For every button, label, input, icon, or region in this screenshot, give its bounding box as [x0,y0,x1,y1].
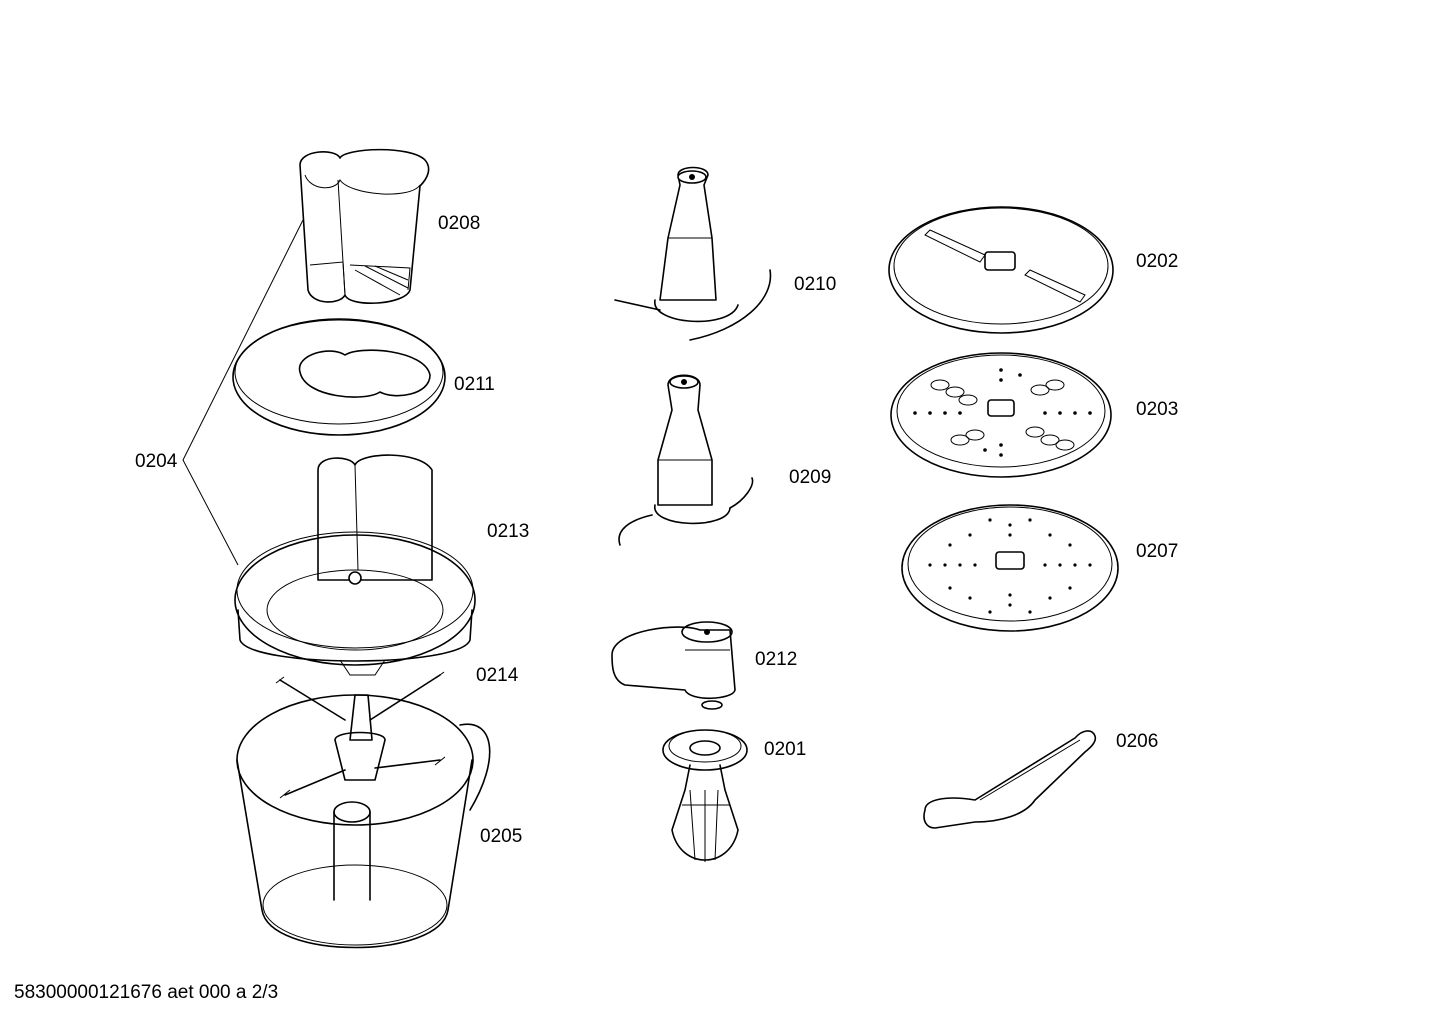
label-0203: 0203 [1136,399,1179,420]
label-0210: 0210 [794,274,837,295]
part-0202-slicing-disc [888,206,1114,334]
part-0208-pusher [299,148,430,304]
label-0211: 0211 [454,374,495,395]
part-0214-blade [275,671,446,799]
label-0205: 0205 [480,826,523,847]
label-0214: 0214 [476,665,519,686]
part-0210-dough-tool [614,166,772,341]
label-0213: 0213 [487,521,530,542]
part-0213-cover [234,454,476,676]
label-0212: 0212 [755,649,798,670]
label-0202: 0202 [1136,251,1179,272]
part-0205-bowl [236,694,491,949]
part-0204-bracket [182,219,304,566]
part-0209-blade-tool [618,374,754,546]
part-0211-lid [232,318,446,436]
label-0204: 0204 [135,451,178,472]
label-0207: 0207 [1136,541,1179,562]
part-0207-fine-disc [901,504,1119,632]
part-0212-drive [611,621,736,710]
label-0209: 0209 [789,467,832,488]
part-0203-grating-disc [890,352,1112,478]
label-0206: 0206 [1116,731,1159,752]
part-0201-gear-whisk [662,729,748,862]
drawing-reference: 58300000121676 aet 000 a 2/3 [14,982,279,1003]
label-0201: 0201 [764,739,807,760]
part-0206-spatula [923,730,1097,829]
label-0208: 0208 [438,213,481,234]
